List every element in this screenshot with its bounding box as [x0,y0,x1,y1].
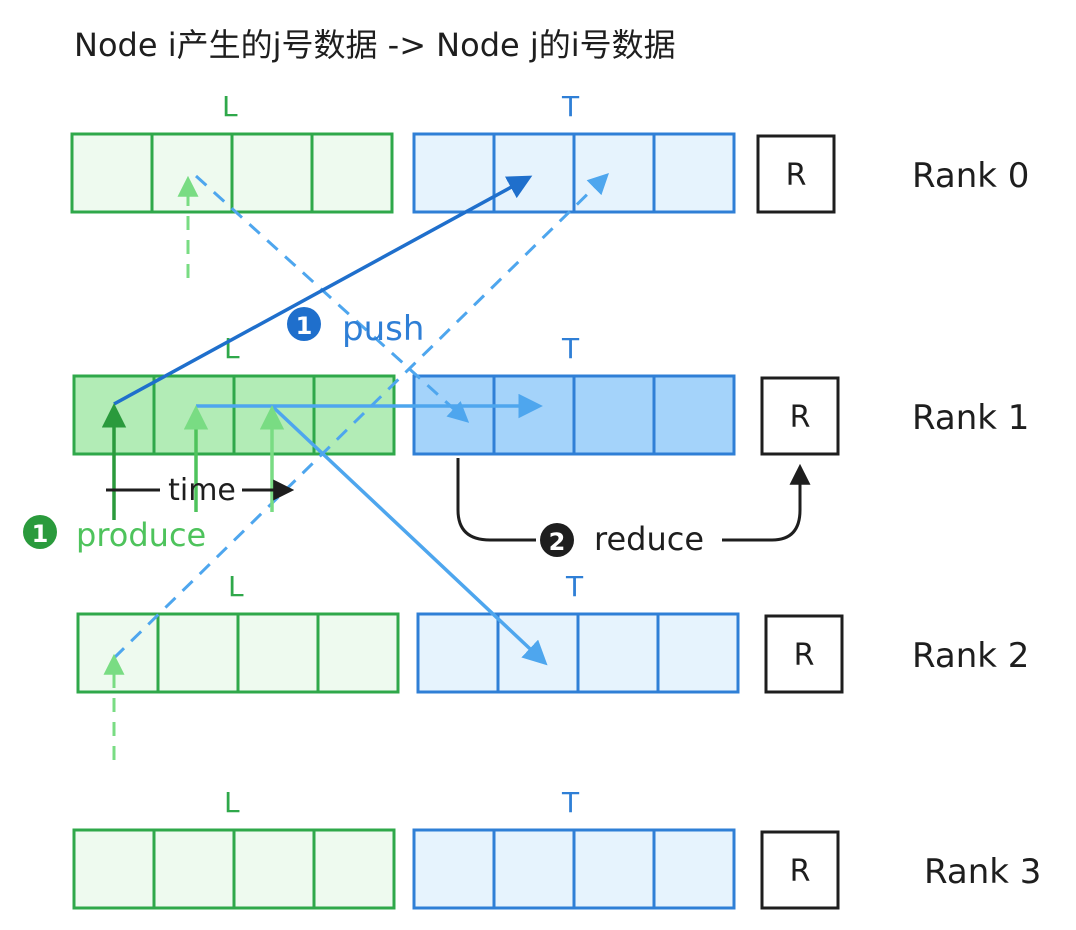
t-buffer-cell [652,132,736,214]
produce-label-group: 1 produce [23,515,206,554]
l-buffer-cell [156,612,240,694]
t-buffer-cell [496,612,580,694]
t-buffer-cell [572,132,656,214]
push-step-badge [287,307,321,341]
l-buffer-cell [230,132,314,214]
rank-label: Rank 0 [912,156,1029,196]
t-buffer-cell [572,828,656,910]
rank-label: Rank 1 [912,398,1029,438]
dashed-arrows [103,173,610,760]
push-label-group: 1 push [287,307,424,349]
r-buffer-box [756,134,836,214]
t-buffer-cell [412,132,496,214]
rank-label: Rank 3 [924,852,1041,892]
l-buffer-label: L [228,570,244,603]
reduce-step-badge [540,523,574,557]
l-buffer-cell [72,828,156,910]
t-buffer-cell [412,374,496,456]
t-buffer-label: T [561,90,580,123]
t-buffer-cell [656,612,740,694]
l-buffer-cell [232,374,316,456]
push-step-number: 1 [296,312,313,340]
t-buffer-cell [572,374,656,456]
produce-label: produce [76,516,206,554]
l-buffer-cell [312,374,396,456]
time-arrow: time [106,473,295,508]
reduce-label: reduce [594,520,704,558]
l-buffer-cell [312,828,396,910]
diagram-title: Node i产生的j号数据 -> Node j的i号数据 [74,26,676,64]
t-buffer-label: T [561,332,580,365]
t-buffer-label: T [561,786,580,819]
push-arrow-rank1-to-rank2 [270,404,548,666]
l-buffer-cell [70,132,154,214]
t-buffer-cell [492,828,576,910]
reduce-group: 2 reduce [456,458,811,558]
t-buffer-label: T [565,570,584,603]
produce-step-number: 1 [32,520,49,548]
dashed-blue-arrow-rank2-to-rank0 [112,173,610,660]
t-buffer-cell [492,132,576,214]
t-buffer-cell [652,828,736,910]
l-buffer-cell [232,828,316,910]
rank-label: Rank 2 [912,636,1029,676]
r-buffer-box [764,614,844,694]
produce-step-badge [23,515,57,549]
t-buffer-cell [652,374,736,456]
reduce-arrow-right [722,463,811,542]
t-buffer-cell [416,612,500,694]
r-buffer-label: R [790,400,811,435]
r-buffer-label: R [794,638,815,673]
reduce-arrow-left [456,458,536,542]
time-label: time [168,473,236,508]
t-buffer-cell [576,612,660,694]
rank-row-0: L T R Rank 0 [70,90,1029,214]
t-buffer-cell [412,828,496,910]
reduce-step-number: 2 [549,528,566,556]
l-buffer-label: L [224,786,240,819]
r-buffer-label: R [786,158,807,193]
rank-row-2: L T R Rank 2 [76,570,1029,694]
push-arrows [113,175,548,666]
dashed-blue-arrow-rank0-to-rank1 [194,174,470,423]
push-label: push [342,309,424,349]
l-buffer-cell [236,612,320,694]
l-buffer-cell [152,828,236,910]
l-buffer-cell [316,612,400,694]
rank-row-3: L T R Rank 3 [72,786,1041,910]
l-buffer-label: L [222,90,238,123]
l-buffer-cell [310,132,394,214]
produce-arrows [101,403,285,520]
r-buffer-box [760,830,840,910]
l-buffer-cell [152,374,236,456]
l-buffer-cell [150,132,234,214]
t-buffer-cell [492,374,576,456]
r-buffer-box [760,376,840,456]
r-buffer-label: R [790,854,811,889]
push-arrow-rank1-to-rank0 [113,175,533,406]
